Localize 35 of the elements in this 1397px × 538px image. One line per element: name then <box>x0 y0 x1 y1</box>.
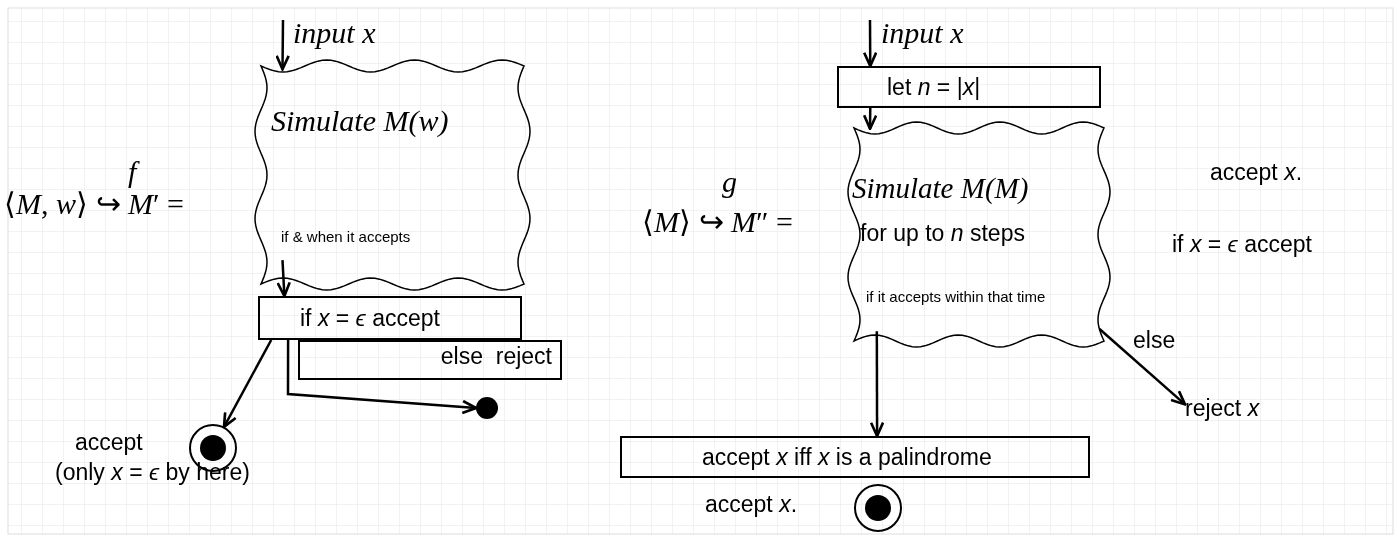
box-text: Simulate M(M) <box>852 171 1029 206</box>
state-text: reject x <box>1185 393 1260 423</box>
process-box <box>837 66 1101 108</box>
process-box <box>620 436 1090 478</box>
reduction-formula: ⟨M, w⟩ ↪ M′ = <box>4 187 184 222</box>
arrow <box>862 20 878 68</box>
arrow <box>276 260 291 298</box>
box-text: Simulate M(w) <box>271 103 449 139</box>
wavy-process-box <box>848 122 1110 347</box>
arrow <box>1098 328 1187 406</box>
state-caption: (only x = ϵ by here) <box>55 458 250 487</box>
note-text: if x = ϵ accept <box>1172 230 1312 259</box>
state-caption: accept <box>75 428 143 457</box>
wavy-process-box <box>255 60 530 290</box>
box-text: if it accepts within that time <box>866 288 1046 307</box>
box-text: else reject <box>440 342 552 371</box>
process-box <box>298 340 562 380</box>
box-text: if x = ϵ accept <box>300 303 440 333</box>
arrow <box>222 339 273 429</box>
edge-label: else <box>1133 326 1176 355</box>
input-label: input x <box>881 15 964 51</box>
arrow <box>869 331 885 438</box>
state-caption: accept x. <box>705 490 798 519</box>
process-box <box>258 296 522 340</box>
arrow <box>275 20 290 71</box>
arrow <box>862 108 878 131</box>
box-text: let n = |x| <box>887 72 981 102</box>
arrow <box>286 340 478 415</box>
reduction-formula: ⟨M⟩ ↪ M″ = <box>642 204 793 240</box>
box-text: for up to n steps <box>860 219 1025 248</box>
input-label: input x <box>293 15 376 51</box>
function-name: g <box>722 164 737 200</box>
note-text: accept x. <box>1210 158 1303 187</box>
box-text: if & when it accepts <box>281 228 411 247</box>
box-text: accept x iff x is a palindrome <box>702 442 992 472</box>
